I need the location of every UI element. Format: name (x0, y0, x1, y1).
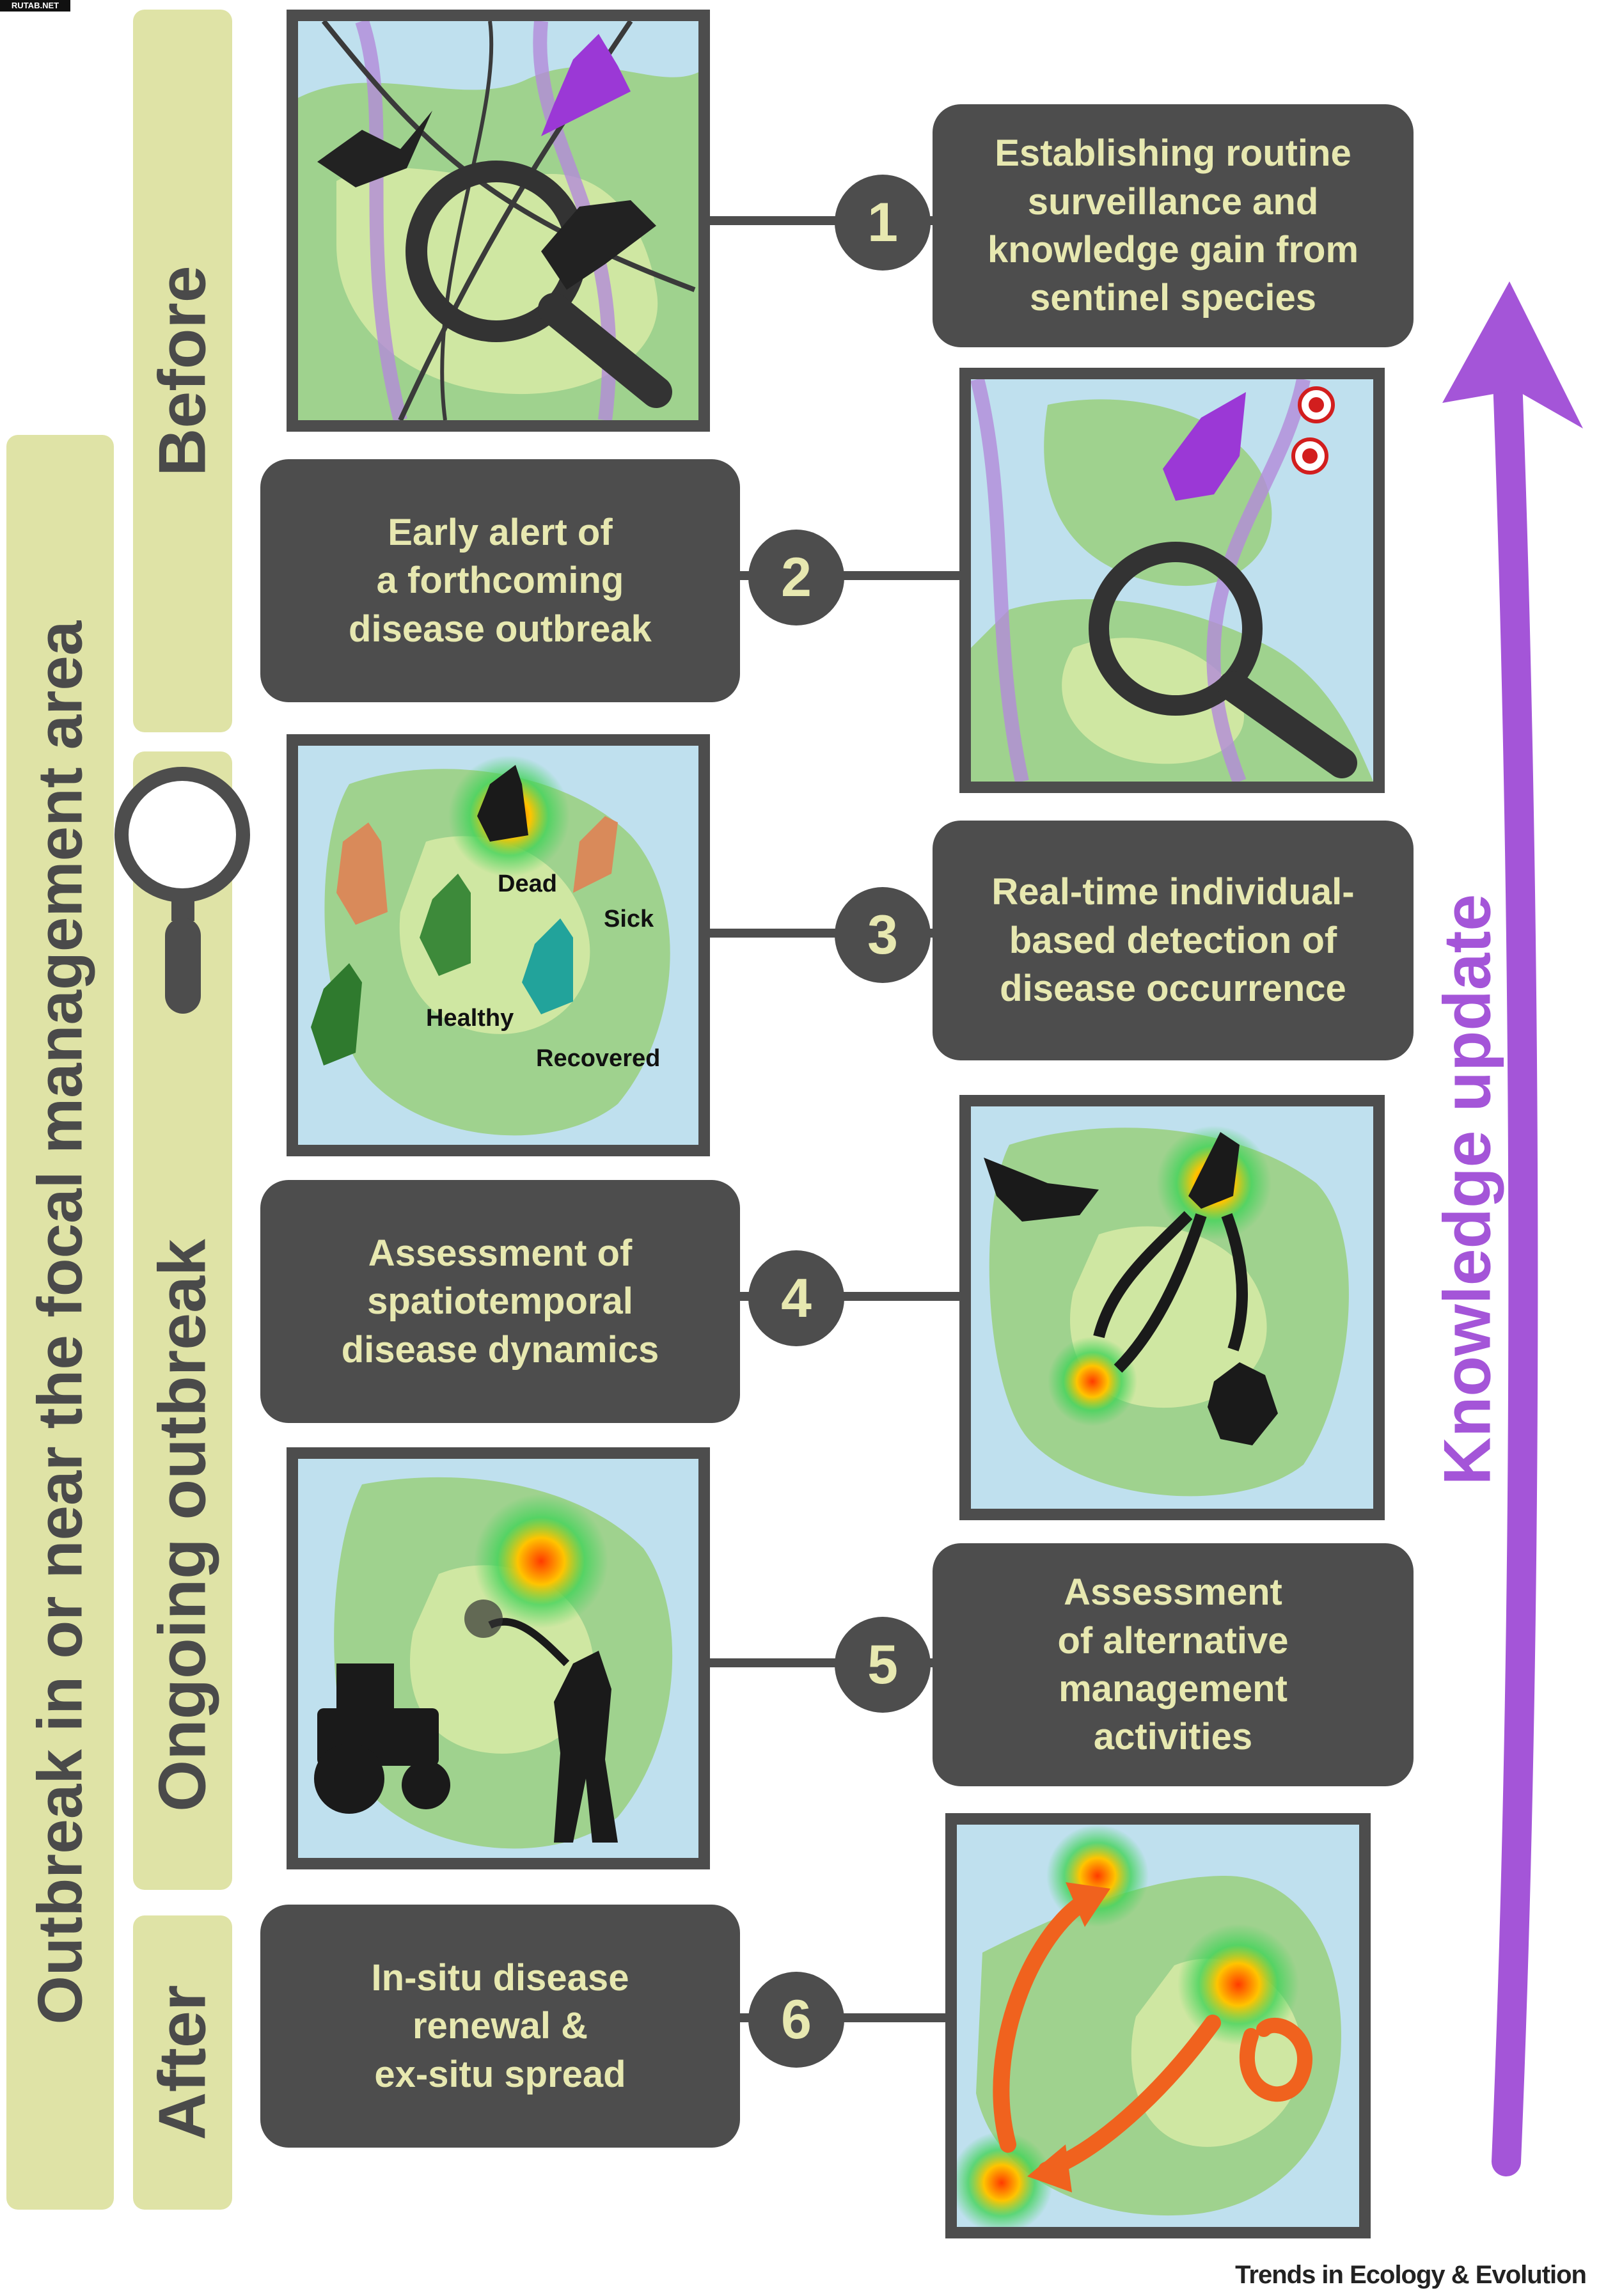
watermark: RUTAB.NET (0, 0, 70, 12)
step-4-box: Assessment of spatiotemporal disease dyn… (260, 1180, 740, 1423)
step-2-number: 2 (748, 530, 844, 625)
panel-6-spread-map (945, 1813, 1371, 2238)
label-recovered: Recovered (536, 1045, 661, 1072)
knowledge-update-label: Knowledge update (1426, 838, 1509, 1541)
step-6-box: In-situ disease renewal & ex-situ spread (260, 1905, 740, 2148)
magnifier-icon (109, 761, 275, 1030)
before-phase-label: Before (145, 265, 219, 476)
label-healthy: Healthy (426, 1005, 514, 1032)
outer-phase-label: Outbreak in or near the focal management… (24, 620, 95, 2024)
step-4-number: 4 (748, 1250, 844, 1346)
step-3-number: 3 (835, 887, 931, 983)
update-word: update (1430, 893, 1505, 1112)
step-5-number: 5 (835, 1617, 931, 1713)
step-6-number: 6 (748, 1972, 844, 2068)
after-phase-bar: After (133, 1915, 232, 2210)
step-5-box: Assessment of alternative management act… (933, 1543, 1414, 1786)
ongoing-phase-label: Ongoing outbreak (145, 1239, 219, 1812)
knowledge-update-arrow (1430, 269, 1596, 2187)
panel-3-detection-map: Dead Sick Healthy Recovered (287, 734, 710, 1156)
panel-5-management-map (287, 1447, 710, 1869)
panel-4-dynamics-map (959, 1095, 1385, 1520)
step-1-box: Establishing routine surveillance and kn… (933, 104, 1414, 347)
panel-1-surveillance-map (287, 10, 710, 432)
label-dead: Dead (498, 870, 557, 897)
label-sick: Sick (604, 906, 654, 932)
panel-2-early-alert-map (959, 368, 1385, 793)
step-3-box: Real-time individual- based detection of… (933, 821, 1414, 1060)
step-2-box: Early alert of a forthcoming disease out… (260, 459, 740, 702)
after-phase-label: After (145, 1985, 219, 2141)
knowledge-word: Knowledge (1430, 1130, 1505, 1486)
step-1-number: 1 (835, 175, 931, 271)
journal-footer: Trends in Ecology & Evolution (1235, 2261, 1587, 2289)
outer-phase-bar: Outbreak in or near the focal management… (6, 435, 114, 2210)
before-phase-bar: Before (133, 10, 232, 732)
